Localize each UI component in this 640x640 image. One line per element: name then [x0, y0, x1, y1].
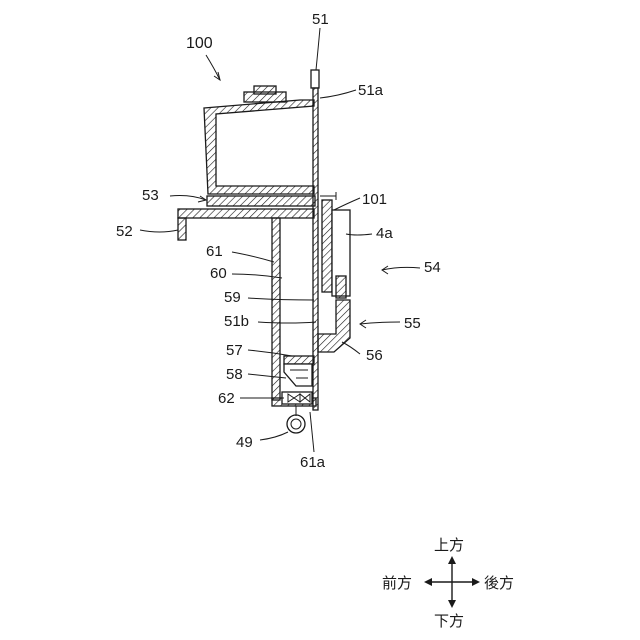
label-62: 62 [218, 390, 235, 407]
part-57 [284, 356, 314, 364]
bracket-52 [178, 209, 314, 240]
label-51: 51 [312, 11, 329, 28]
label-100: 100 [186, 35, 213, 52]
label-51b: 51b [224, 313, 249, 330]
label-60: 60 [210, 265, 227, 282]
label-51a: 51a [358, 82, 384, 99]
direction-down: 下方 [434, 612, 464, 630]
label-61a: 61a [300, 454, 326, 471]
label-101: 101 [362, 191, 387, 208]
label-57: 57 [226, 342, 243, 359]
arrow-up-icon [448, 556, 456, 564]
label-52: 52 [116, 223, 133, 240]
pipe-49 [287, 406, 305, 433]
direction-compass: 上方 下方 前方 後方 [382, 536, 514, 630]
direction-back: 後方 [484, 574, 514, 592]
label-59: 59 [224, 289, 241, 306]
direction-front: 前方 [382, 574, 412, 592]
label-4a: 4a [376, 225, 393, 242]
container-body [204, 86, 314, 194]
label-58: 58 [226, 366, 243, 383]
arrow-left-icon [424, 578, 432, 586]
arrow-down-icon [448, 600, 456, 608]
part-58 [284, 364, 312, 386]
label-61: 61 [206, 243, 223, 260]
direction-up: 上方 [434, 536, 464, 554]
label-49: 49 [236, 434, 253, 451]
label-54: 54 [424, 259, 441, 276]
label-53: 53 [142, 187, 159, 204]
plate-53 [207, 196, 315, 206]
part-62 [282, 392, 312, 404]
label-55: 55 [404, 315, 421, 332]
arrow-right-icon [472, 578, 480, 586]
component-101 [320, 192, 350, 298]
label-56: 56 [366, 347, 383, 364]
